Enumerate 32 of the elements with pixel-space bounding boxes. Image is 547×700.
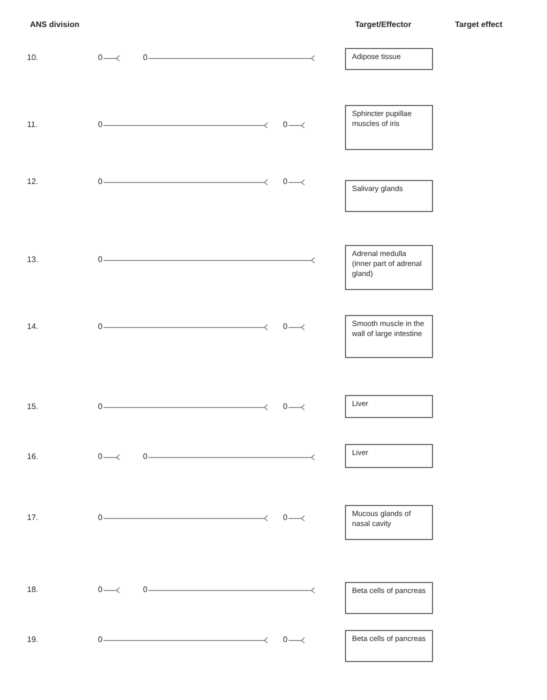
row-number: 11. xyxy=(27,120,38,130)
cell-body-symbol: 0 xyxy=(283,322,288,332)
cell-body-symbol: 0 xyxy=(98,255,102,265)
row-number: 10. xyxy=(27,53,38,63)
row-number: 18. xyxy=(27,585,38,595)
row-number: 13. xyxy=(27,255,38,265)
column-heading: ANS division xyxy=(30,20,80,30)
cell-body-symbol: 0 xyxy=(143,585,148,595)
cell-body-symbol: 0 xyxy=(283,120,288,130)
row-number: 17. xyxy=(27,513,38,523)
cell-body-symbol: 0 xyxy=(98,120,102,130)
cell-body-symbol: 0 xyxy=(98,177,102,187)
cell-body-symbol: 0 xyxy=(143,452,148,462)
cell-body-symbol: 0 xyxy=(98,53,102,63)
cell-body-symbol: 0 xyxy=(98,452,102,462)
row-number: 14. xyxy=(27,322,38,332)
cell-body-symbol: 0 xyxy=(283,513,288,523)
row-number: 12. xyxy=(27,177,38,187)
row-number: 19. xyxy=(27,635,38,645)
cell-body-symbol: 0 xyxy=(98,513,102,523)
cell-body-symbol: 0 xyxy=(143,53,148,63)
row-number: 16. xyxy=(27,452,38,462)
cell-body-symbol: 0 xyxy=(98,585,102,595)
cell-body-symbol: 0 xyxy=(283,402,288,412)
cell-body-symbol: 0 xyxy=(98,635,102,645)
row-number: 15. xyxy=(27,402,38,412)
cell-body-symbol: 0 xyxy=(283,635,288,645)
column-heading: Target effect xyxy=(455,20,502,30)
cell-body-symbol: 0 xyxy=(98,402,102,412)
cell-body-symbol: 0 xyxy=(98,322,102,332)
column-heading: Target/Effector xyxy=(355,20,412,30)
cell-body-symbol: 0 xyxy=(283,177,288,187)
